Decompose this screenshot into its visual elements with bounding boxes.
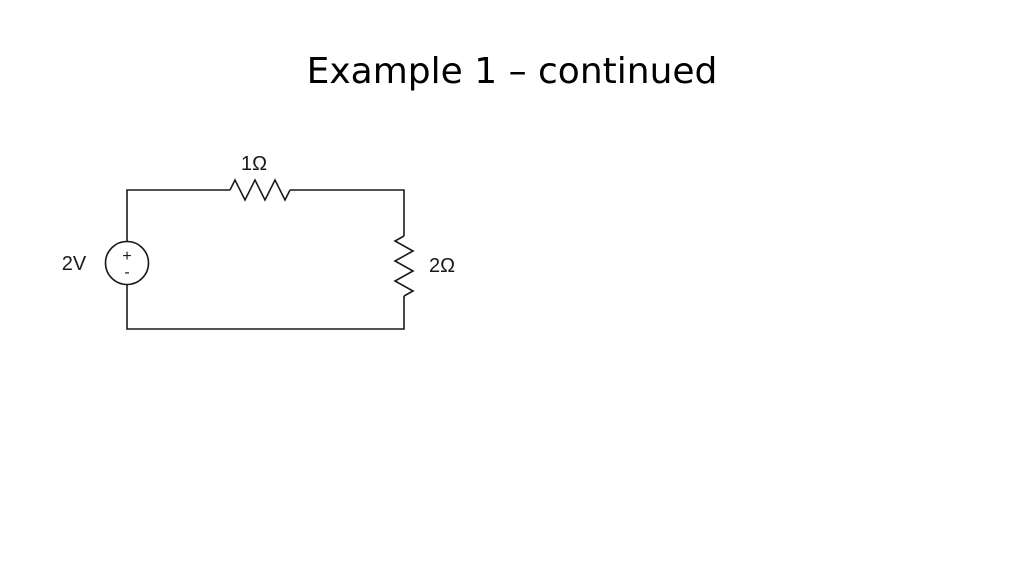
left-wire-top bbox=[126, 189, 230, 242]
source-minus-sign: - bbox=[124, 264, 129, 281]
slide-title: Example 1 – continued bbox=[306, 51, 718, 92]
voltage-source-symbol bbox=[104, 240, 150, 286]
resistor-top-label: 1Ω bbox=[241, 153, 267, 175]
source-plus-sign: + bbox=[122, 248, 131, 265]
resistor-right-zigzag bbox=[393, 235, 415, 297]
right-wire-top bbox=[290, 189, 405, 236]
source-voltage-label: 2V bbox=[62, 253, 87, 275]
bottom-wire bbox=[126, 285, 405, 330]
resistor-top-zigzag bbox=[229, 178, 291, 202]
resistor-right-label: 2Ω bbox=[429, 255, 455, 277]
